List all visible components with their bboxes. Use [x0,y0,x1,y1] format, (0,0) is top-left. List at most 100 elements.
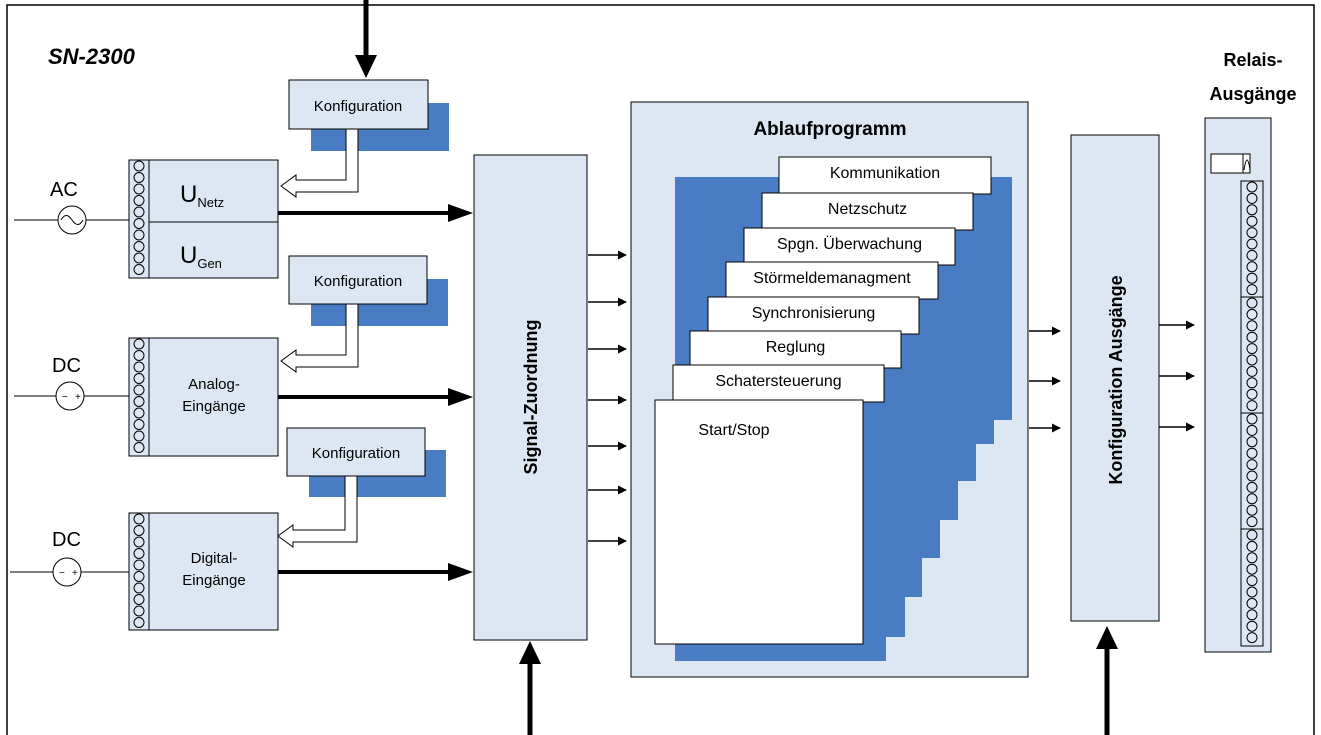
relay-terminal-circle [1246,192,1258,204]
ac-input-group: Konfiguration UNetz UGen AC [14,79,473,279]
relay-terminal-circle [1246,436,1258,448]
relay-terminal-circle [1246,516,1258,528]
terminal-circle [133,241,145,252]
sequence-layer-box [672,364,885,403]
program-to-output-arrows [1029,326,1061,433]
dc-source-label-analog: DC [52,355,81,377]
relay-terminal-circle [1246,249,1258,261]
device-title: SN-2300 [48,44,136,69]
terminal-circle [133,594,145,605]
svg-text:−: − [62,392,68,403]
relay-outputs-block: Relais- Ausgänge [1204,50,1297,653]
top-config-arrow [355,0,377,78]
relay-terminal-circle [1246,261,1258,273]
relay-label-1: Relais- [1223,50,1282,70]
dc-source-label-digital: DC [52,529,81,551]
terminal-circle [133,396,145,407]
relay-terminal-circle [1246,215,1258,227]
device-frame [6,4,1315,735]
config-label-analog: Konfiguration [314,273,402,290]
signal-mapping-block: Signal-Zuordnung [473,154,588,735]
terminal-circle [133,218,145,229]
config-label-ac: Konfiguration [314,98,402,115]
terminal-circle [133,350,145,361]
analog-module-label-1: Analog- [188,376,240,393]
sequence-layer-box [689,330,902,369]
relay-terminal-circle [1246,504,1258,516]
terminal-circle [133,407,145,419]
relay-terminal-circle [1246,620,1258,632]
output-config-block: Konfiguration Ausgänge [1070,134,1160,735]
sequence-layer-label: Netzschutz [828,201,907,218]
terminal-circle [133,338,145,350]
terminal-circle [133,384,145,396]
relay-terminal-circle [1246,227,1258,239]
terminal-circle [133,559,145,571]
sequence-layer-box [725,261,939,300]
terminal-circle [133,160,145,172]
terminal-circle [133,252,145,264]
relay-terminal-circle [1246,388,1258,400]
sequence-layer-label: Kommunikation [830,165,940,182]
relay-indicator [1210,153,1251,174]
terminal-strips [133,160,145,628]
relay-terminal-circle [1246,609,1258,621]
sequence-layer-label: Synchronisierung [752,305,876,322]
svg-text:+: + [72,568,78,579]
analog-module-label-2: Eingänge [182,398,245,415]
signal-to-program-arrows [588,250,627,546]
output-config-label: Konfiguration Ausgänge [1106,275,1126,484]
relay-label-2: Ausgänge [1209,84,1296,104]
relay-terminal-circle [1246,424,1258,436]
config-label-digital: Konfiguration [312,445,400,462]
relay-terminal-circle [1246,400,1258,412]
relay-terminal-circle [1246,204,1258,216]
sequence-layer-box [707,296,920,335]
sequence-layer-label: Reglung [766,339,826,356]
relay-terminal-circle [1246,354,1258,366]
terminal-circle [133,571,145,582]
relay-terminal-circle [1246,470,1258,482]
relay-terminal-circle [1246,529,1258,541]
relay-terminal-circle [1246,365,1258,377]
relay-terminal-circle [1246,447,1258,459]
terminal-circle [133,430,145,442]
terminal-circle [133,419,145,430]
terminal-circle [133,361,145,373]
relay-terminal-circle [1246,238,1258,250]
sequence-layer-label: Störmeldemanagment [753,270,911,287]
relay-terminal-circle [1246,284,1258,296]
terminal-circle [133,536,145,548]
svg-text:+: + [75,392,81,403]
relay-terminal-circle [1246,632,1258,644]
relay-terminal-circle [1246,272,1258,284]
sequence-layer-box [778,156,992,195]
relay-terminal-circle [1246,540,1258,552]
relay-terminal-circle [1246,586,1258,598]
relay-terminal-circle [1246,413,1258,425]
terminal-circle [133,525,145,536]
output-to-relay-arrows [1159,320,1195,432]
terminal-circle [133,513,145,525]
svg-text:−: − [59,568,65,579]
terminal-circle [133,172,145,183]
u-gen-label: UGen [180,242,222,271]
sequence-program-block: Ablaufprogramm KommunikationNetzschutzSp… [630,101,1029,678]
relay-terminal-circle [1246,181,1258,193]
relay-terminal-circle [1246,481,1258,493]
terminal-circle [133,183,145,195]
terminal-circle [133,605,145,617]
relay-terminal-circle [1246,343,1258,355]
terminal-circle [133,548,145,559]
terminal-circle [133,373,145,384]
relay-terminal-circle [1246,575,1258,587]
digital-input-group: Konfiguration Digital- Eingänge DC − + [10,427,473,631]
terminal-circle [133,264,145,275]
sequence-layer-label: Schatersteuerung [715,373,841,390]
terminal-circle [133,442,145,453]
sequence-layer-label: Spgn. Überwachung [777,235,922,253]
relay-terminal-circle [1246,320,1258,332]
relay-terminal-circle [1246,331,1258,343]
relay-terminal-circle [1246,308,1258,320]
